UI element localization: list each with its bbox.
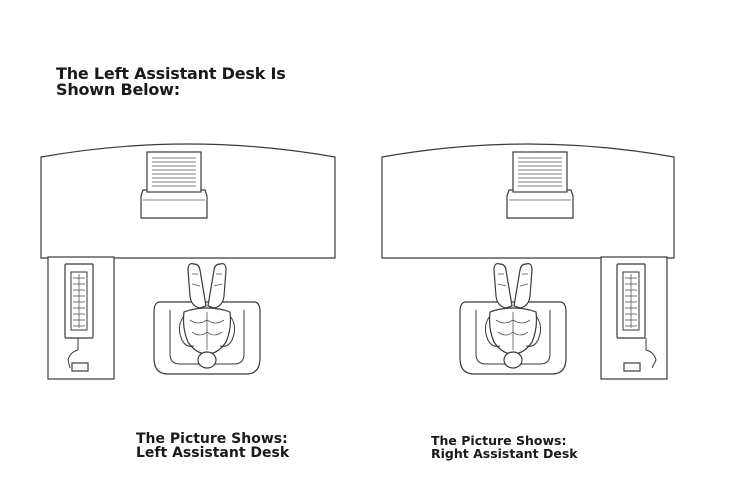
- right-assistant-desk-layout: [381, 143, 675, 380]
- caption-right-line-1: The Picture Shows:: [431, 433, 567, 448]
- mouse-icon: [623, 362, 641, 372]
- keyboard-icon: [64, 263, 94, 339]
- monitor-icon: [506, 151, 574, 219]
- page-heading: The Left Assistant Desk Is Shown Below:: [56, 66, 286, 98]
- caption-left-line-1: The Picture Shows:: [136, 431, 288, 447]
- heading-line-2: Shown Below:: [56, 80, 180, 99]
- keyboard-icon: [616, 263, 646, 339]
- caption-left-desk: The Picture Shows: Left Assistant Desk: [136, 432, 289, 460]
- mouse-icon: [71, 362, 89, 372]
- left-assistant-desk-layout: [40, 143, 336, 380]
- heading-line-1: The Left Assistant Desk Is: [56, 64, 286, 83]
- cable-line: [645, 338, 657, 369]
- caption-right-line-2: Right Assistant Desk: [431, 446, 578, 461]
- caption-left-line-2: Left Assistant Desk: [136, 445, 290, 461]
- monitor-icon: [140, 151, 208, 219]
- cable-line: [67, 338, 79, 369]
- chair-with-person-icon: [153, 263, 261, 375]
- caption-right-desk: The Picture Shows: Right Assistant Desk: [431, 434, 578, 460]
- chair-with-person-icon: [459, 263, 567, 375]
